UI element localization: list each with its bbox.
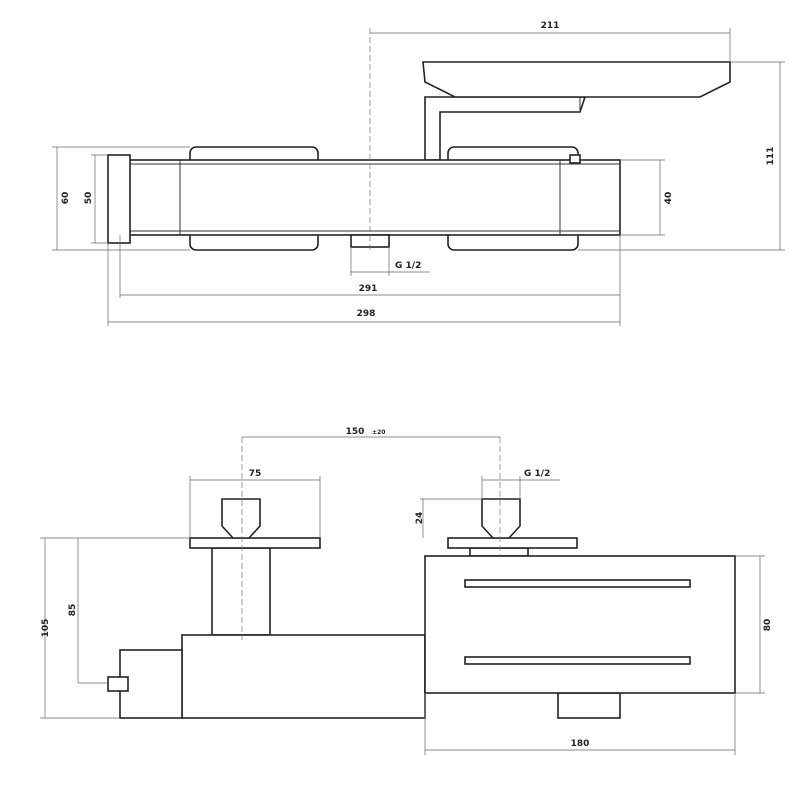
body [181, 634, 426, 719]
dim-211: 211 [541, 21, 560, 31]
dim-40: 40 [664, 192, 674, 205]
outlet-cap [107, 676, 129, 692]
dim-85: 85 [68, 604, 78, 617]
right-neck [469, 547, 529, 557]
dim-g12-top: G 1/2 [395, 261, 421, 271]
dim-24: 24 [415, 512, 425, 525]
dim-105: 105 [41, 619, 51, 638]
dim-60: 60 [61, 192, 71, 205]
wall-end [119, 649, 183, 719]
dim-g12-front: G 1/2 [524, 469, 550, 479]
left-plate [189, 537, 321, 549]
dim-111: 111 [766, 147, 776, 166]
slot-top [464, 579, 691, 588]
left-stem [211, 547, 271, 636]
spout-box [424, 555, 736, 694]
stop-nut [569, 154, 581, 164]
dim-150: 150 [346, 427, 365, 437]
top-view: 211 111 60 50 40 G 1/2 291 298 [52, 21, 785, 326]
spout [422, 61, 731, 161]
dim-80: 80 [763, 619, 773, 632]
spout-foot [557, 692, 621, 719]
body-bar [119, 159, 621, 236]
slot-bottom [464, 656, 691, 665]
left-nut [221, 498, 261, 539]
dim-291: 291 [359, 284, 378, 294]
front-view: 150 ±20 75 G 1/2 24 105 85 80 180 [40, 427, 773, 755]
dim-50: 50 [84, 192, 94, 205]
wall-plate [107, 154, 131, 244]
dim-298: 298 [357, 309, 376, 319]
dim-150-tolerance: ±20 [372, 429, 385, 436]
dim-75: 75 [249, 469, 262, 479]
dim-180: 180 [571, 739, 590, 749]
right-plate [447, 537, 578, 549]
right-nut [481, 498, 521, 539]
